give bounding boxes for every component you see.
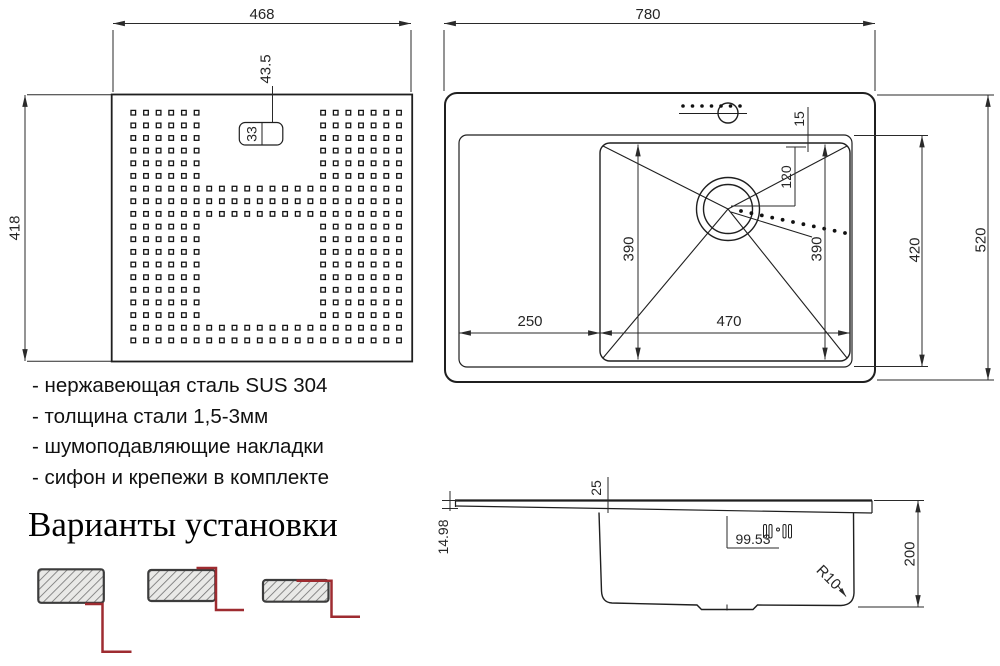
deck-height-label: 420 <box>906 237 923 262</box>
bowl-depth-left-label: 390 <box>620 236 637 261</box>
dimension-rim-height: 25 <box>588 477 609 513</box>
deck-underside-line <box>455 505 873 514</box>
dimension-sink-height: 520 <box>877 94 994 381</box>
plate-width-label: 468 <box>249 6 274 23</box>
top-view: 780 520 420 250 470 390 <box>443 6 994 383</box>
perforation-holes <box>130 109 402 344</box>
installation-diagrams <box>37 566 360 653</box>
dimension-deck-height: 420 <box>854 135 928 367</box>
sink-width-label: 780 <box>635 6 660 23</box>
dimension-bowl-depth: 200 <box>858 500 924 608</box>
sink-outline <box>444 92 876 383</box>
hole-size-label: 33 <box>243 126 259 142</box>
drain-circles <box>695 176 761 242</box>
drain-offset-label: 120 <box>778 165 794 189</box>
dimension-edge-drop: 14.98 <box>435 491 458 555</box>
faucet-hole <box>679 102 747 124</box>
feature-item: - нержавеющая сталь SUS 304 <box>32 374 328 397</box>
dimension-drain-offset: 120 <box>731 146 806 207</box>
rim-height-label: 25 <box>588 480 604 496</box>
bowl-depth-label: 200 <box>901 541 918 566</box>
dimension-drainboard-and-bowl-width: 250 470 <box>459 313 850 336</box>
installation-option-flush <box>147 566 244 612</box>
dimension-overflow-position: 99.53 <box>726 516 779 549</box>
overflow-position-label: 99.53 <box>735 531 770 547</box>
feature-item: - шумоподавляющие накладки <box>32 435 324 459</box>
installation-option-undermount <box>37 568 132 653</box>
bowl-depth-right-label: 390 <box>808 236 825 261</box>
dimension-corner-radius: R10 <box>813 562 847 597</box>
section-view: 25 14.98 99.53 R10 <box>435 477 924 611</box>
perforation-view: 33 43.5 468 418 <box>6 6 414 363</box>
plate-height-label: 418 <box>6 215 23 240</box>
installation-option-overmount <box>261 578 360 618</box>
dimension-sink-width: 780 <box>443 6 876 91</box>
deck-outline <box>458 134 853 368</box>
hole-size-callout: 33 <box>238 86 284 146</box>
bowl-width-label: 470 <box>716 313 741 330</box>
overflow-icon <box>763 524 792 539</box>
installation-heading: Варианты установки <box>28 505 338 544</box>
dimension-plate-height: 418 <box>6 94 111 362</box>
feature-item: - сифон и крепежи в комплекте <box>32 465 330 489</box>
sink-height-label: 520 <box>972 227 989 252</box>
hole-offset-label: 43.5 <box>257 54 274 83</box>
plate-outline <box>110 93 414 363</box>
bowl-outline <box>599 142 851 362</box>
dimension-bowl-depth-right: 390 <box>808 144 828 360</box>
dimension-rim-offset: 15 <box>791 107 809 152</box>
feature-list: - нержавеющая сталь SUS 304 - толщина ст… <box>32 371 329 493</box>
spray-reach <box>730 209 847 238</box>
rim-offset-label: 15 <box>791 111 807 127</box>
drainboard-width-label: 250 <box>517 313 542 330</box>
dimension-bowl-depth-left: 390 <box>620 144 641 360</box>
feature-item: - толщина стали 1,5-3мм <box>32 404 269 428</box>
dimension-plate-width: 468 <box>112 6 412 92</box>
edge-drop-label: 14.98 <box>435 519 451 554</box>
